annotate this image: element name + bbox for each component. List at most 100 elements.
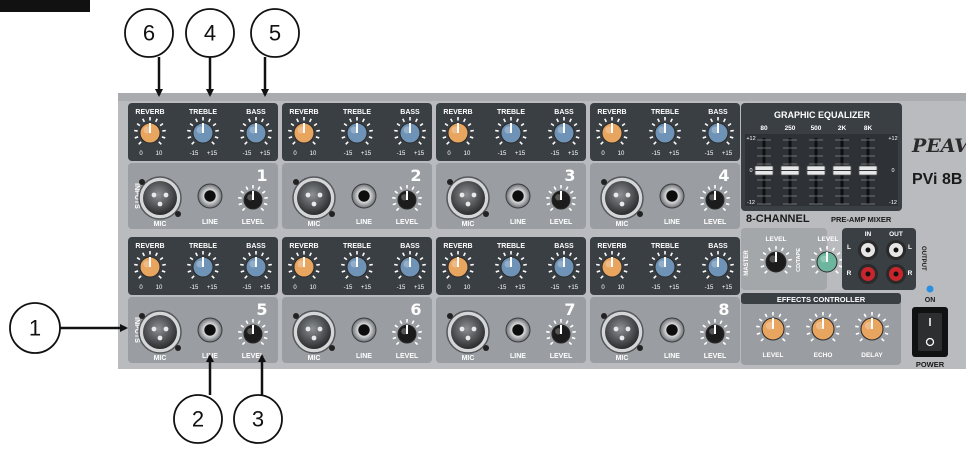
mic-xlr-jack[interactable] bbox=[446, 310, 490, 354]
knob-tick bbox=[550, 256, 555, 261]
bass-knob[interactable] bbox=[702, 117, 734, 145]
reverb-knob[interactable] bbox=[134, 251, 166, 279]
power-switch[interactable] bbox=[912, 307, 948, 357]
master-level-knob[interactable] bbox=[760, 246, 792, 274]
treble-knob[interactable] bbox=[341, 117, 373, 145]
mic-xlr-jack[interactable] bbox=[292, 176, 336, 220]
knob-tick bbox=[341, 263, 345, 266]
cd-tape-level-knob[interactable] bbox=[811, 246, 843, 274]
level-knob[interactable] bbox=[700, 185, 730, 212]
knob-tick bbox=[882, 318, 887, 322]
knob-tick bbox=[835, 332, 840, 336]
line-jack[interactable] bbox=[505, 183, 531, 209]
line-jack[interactable] bbox=[351, 183, 377, 209]
xlr-pin bbox=[619, 335, 625, 341]
reverb-label: REVERB bbox=[135, 109, 164, 116]
level-knob[interactable] bbox=[546, 319, 576, 346]
knob-tick bbox=[369, 263, 373, 266]
rca-jack[interactable] bbox=[886, 240, 906, 260]
knob-tick bbox=[726, 275, 730, 279]
eq-fader[interactable] bbox=[806, 138, 826, 205]
knob-shine bbox=[658, 126, 666, 134]
treble-knob[interactable] bbox=[341, 251, 373, 279]
knob-tick bbox=[677, 263, 681, 266]
knob-tick bbox=[702, 136, 707, 139]
knob-tick bbox=[833, 318, 838, 322]
eq-fader[interactable] bbox=[754, 138, 774, 205]
knob-shine bbox=[557, 260, 565, 268]
bass-knob[interactable] bbox=[702, 251, 734, 279]
scale-min: -15 bbox=[397, 285, 406, 291]
mic-xlr-jack[interactable] bbox=[138, 310, 182, 354]
reverb-knob[interactable] bbox=[134, 117, 166, 145]
line-jack[interactable] bbox=[197, 183, 223, 209]
mic-xlr-jack[interactable] bbox=[292, 310, 336, 354]
treble-knob[interactable] bbox=[495, 117, 527, 145]
scale-max: +15 bbox=[722, 151, 733, 157]
eq-fader[interactable] bbox=[832, 138, 852, 205]
reverb-label: REVERB bbox=[135, 243, 164, 250]
mic-xlr-jack[interactable] bbox=[600, 176, 644, 220]
treble-knob[interactable] bbox=[649, 251, 681, 279]
knob-tick bbox=[361, 252, 365, 257]
treble-knob[interactable] bbox=[187, 251, 219, 279]
bass-knob[interactable] bbox=[548, 117, 580, 145]
level-knob[interactable] bbox=[546, 185, 576, 212]
rca-jack[interactable] bbox=[858, 240, 878, 260]
effects-knob-echo[interactable] bbox=[806, 312, 840, 342]
mic-xlr-jack[interactable] bbox=[446, 176, 490, 220]
scale-min: -15 bbox=[243, 151, 252, 157]
level-label: LEVEL bbox=[550, 353, 573, 360]
xlr-pin bbox=[613, 192, 619, 198]
knob-tick bbox=[134, 270, 139, 273]
line-jack[interactable] bbox=[505, 317, 531, 343]
line-jack[interactable] bbox=[351, 317, 377, 343]
knob-tick bbox=[349, 118, 353, 123]
level-knob[interactable] bbox=[392, 185, 422, 212]
reverb-knob[interactable] bbox=[596, 117, 628, 145]
rca-jack[interactable] bbox=[886, 264, 906, 284]
knob-tick bbox=[703, 341, 708, 346]
level-knob[interactable] bbox=[392, 319, 422, 346]
knob-tick bbox=[548, 190, 553, 194]
treble-knob[interactable] bbox=[649, 117, 681, 145]
knob-tick bbox=[161, 270, 166, 273]
knob-tick bbox=[399, 186, 403, 191]
mic-xlr-jack[interactable] bbox=[138, 176, 182, 220]
level-knob[interactable] bbox=[238, 185, 268, 212]
bass-knob[interactable] bbox=[548, 251, 580, 279]
reverb-knob[interactable] bbox=[288, 251, 320, 279]
effects-knob-delay[interactable] bbox=[855, 312, 889, 342]
line-jack[interactable] bbox=[197, 317, 223, 343]
bass-knob[interactable] bbox=[240, 251, 272, 279]
treble-knob[interactable] bbox=[495, 251, 527, 279]
reverb-knob[interactable] bbox=[442, 251, 474, 279]
reverb-knob[interactable] bbox=[596, 251, 628, 279]
eq-fader[interactable] bbox=[858, 138, 878, 205]
reverb-knob[interactable] bbox=[288, 117, 320, 145]
bass-knob[interactable] bbox=[394, 117, 426, 145]
knob-tick bbox=[702, 129, 706, 132]
knob-shine bbox=[555, 194, 562, 201]
mic-xlr-jack[interactable] bbox=[600, 310, 644, 354]
knob-tick bbox=[855, 332, 860, 336]
knob-tick bbox=[624, 263, 628, 266]
knob-tick bbox=[398, 275, 402, 279]
knob-tick bbox=[571, 336, 576, 340]
effects-knob-level[interactable] bbox=[756, 312, 790, 342]
eq-fader[interactable] bbox=[780, 138, 800, 205]
scale-max: +15 bbox=[207, 151, 218, 157]
rca-jack[interactable] bbox=[858, 264, 878, 284]
level-knob[interactable] bbox=[238, 319, 268, 346]
reverb-knob[interactable] bbox=[442, 117, 474, 145]
treble-knob[interactable] bbox=[187, 117, 219, 145]
level-knob[interactable] bbox=[700, 319, 730, 346]
bass-knob[interactable] bbox=[394, 251, 426, 279]
line-jack[interactable] bbox=[659, 183, 685, 209]
switch-off-mark bbox=[925, 337, 935, 347]
knob-tick bbox=[421, 270, 426, 273]
bass-knob[interactable] bbox=[240, 117, 272, 145]
line-jack[interactable] bbox=[659, 317, 685, 343]
mount-screw bbox=[329, 211, 335, 217]
